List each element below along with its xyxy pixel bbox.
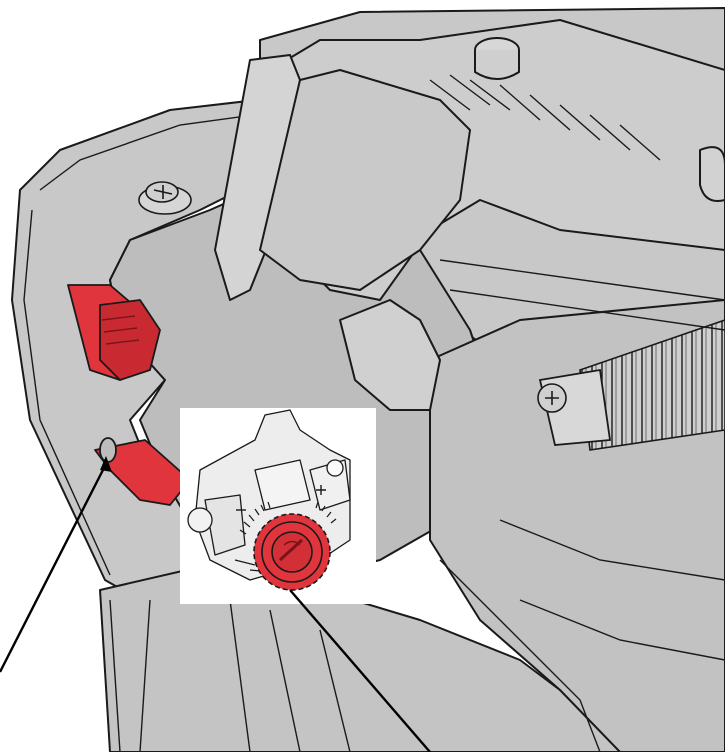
print-head-assembly	[214, 19, 725, 411]
dial-scale-ticks	[239, 501, 337, 535]
spring-roller	[537, 319, 725, 451]
body-edge-lines	[23, 109, 725, 752]
pointer-arrow-left-head	[100, 456, 112, 472]
red-adjustment-dial	[253, 513, 331, 591]
pointer-arrow-left	[0, 463, 108, 673]
screw-top	[138, 181, 192, 215]
head-ribs	[429, 74, 725, 331]
plus-mark	[316, 485, 326, 495]
pointer-arrow-bottom	[289, 589, 431, 752]
